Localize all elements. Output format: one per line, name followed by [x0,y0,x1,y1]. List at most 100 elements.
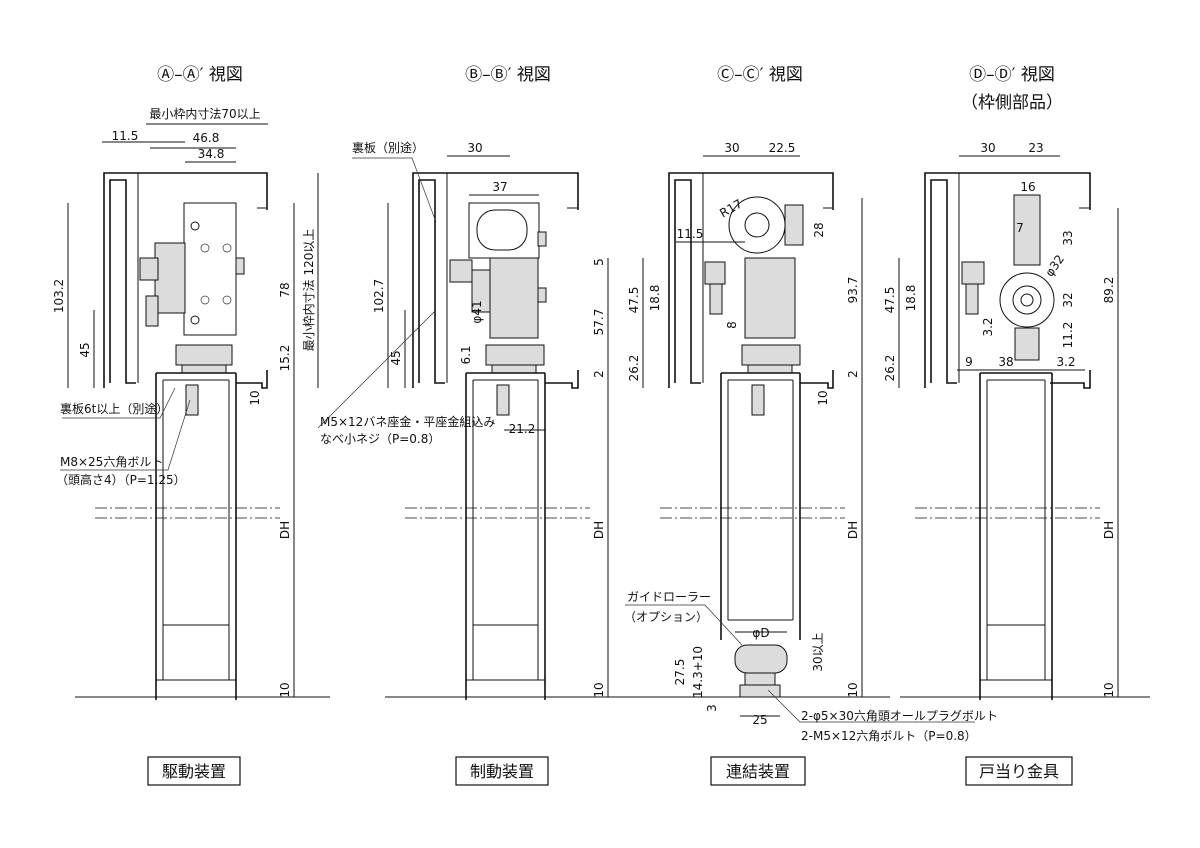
view-a-dim-min-width: 最小枠内寸法70以上 [149,107,260,121]
view-c-dim-10: 10 [816,390,830,405]
view-c-dim-8: 8 [725,321,739,329]
view-c-caption-box [710,756,806,786]
view-d-dim-phi32: φ32 [1042,252,1067,279]
view-a-dim-11-5: 11.5 [112,129,139,143]
view-b-note-backplate: 裏板（別途） [352,140,424,155]
view-d-dim-23: 23 [1028,141,1043,155]
view-b-door [465,372,546,700]
view-c-dim-28: 28 [812,222,826,237]
view-c-note-hex-bolt: 2-M5×12六角ボルト（P=0.8） [801,729,977,743]
view-c-frame [668,172,834,388]
view-d-door-stop: Ⓓ–Ⓓ′ 視図 （枠側部品） 30 23 16 7 φ32 33 32 11.2… [883,65,1150,786]
view-c-dim-2: 2 [846,370,860,378]
view-a-note-backplate: 裏板6t以上（別途） [60,401,168,416]
view-d-dim-7: 7 [1016,221,1024,235]
view-c-dim-14-3-10: 14.3+10 [691,646,705,698]
view-a-frame-lip [236,370,268,389]
view-d-dim-3-2-left: 3.2 [981,317,995,336]
view-a-dim-10: 10 [248,390,262,405]
view-d-stop-arm [1013,194,1041,266]
view-b-dim-phi41: φ41 [470,300,484,323]
view-a-frame [103,172,268,388]
view-a-caption: 駆動装置 [162,762,226,781]
view-b-title: Ⓑ–Ⓑ′ 視図 [465,65,551,85]
view-a-dim-dh: DH [278,521,292,539]
view-c-dim-25: 25 [752,713,767,727]
view-a-dim-34-8: 34.8 [198,147,225,161]
view-c-dim-93-7: 93.7 [846,277,860,304]
view-d-subtitle: （枠側部品） [961,93,1063,113]
view-c-note-optional: （オプション） [624,610,708,624]
view-c-dim-11-5: 11.5 [677,227,704,241]
view-a-dim-46-8: 46.8 [193,131,220,145]
view-b-dim-37: 37 [492,180,507,194]
view-b-caption: 制動装置 [470,762,534,781]
view-a-dim-78: 78 [278,282,292,297]
view-d-door [979,372,1053,700]
view-b-caption-box [455,756,549,786]
view-b-dim-21-2: 21.2 [509,422,536,436]
view-a-caption-box [147,756,241,786]
view-d-dim-89-2: 89.2 [1102,277,1116,304]
view-a-dim-10-bottom: 10 [278,682,292,697]
view-c-dim-26-2: 26.2 [627,355,641,382]
view-b-dim-5: 5 [592,258,606,266]
view-b-dim-dh: DH [592,521,606,539]
view-a-note-bolt-spec: （頭高さ4）（P=1.25） [56,472,186,487]
view-c-coupling-unit: Ⓒ–Ⓒ′ 視図 30 22.5 R17 28 11.5 47.5 18.8 8 … [624,65,998,786]
view-c-dim-phi-d: φD [752,626,769,640]
view-a-note-bolt: M8×25六角ボルト [60,455,163,469]
view-d-dim-18-8: 18.8 [904,285,918,312]
view-d-frame [924,172,1091,388]
view-c-dim-3: 3 [705,704,719,712]
view-d-dim-47-5: 47.5 [883,287,897,314]
view-a-dim-min-height: 最小枠内寸法 120以上 [302,229,316,352]
view-c-title: Ⓒ–Ⓒ′ 視図 [717,65,803,85]
view-d-caption-box [965,756,1073,786]
view-c-dim-30: 30 [724,141,739,155]
view-b-dim-6-1: 6.1 [459,345,473,364]
view-c-dim-22-5: 22.5 [769,141,796,155]
view-b-dim-10-bottom: 10 [592,682,606,697]
view-d-caption: 戸当り金具 [979,762,1059,781]
view-b-frame [412,172,579,388]
view-c-dim-30-min: 30以上 [811,632,825,671]
view-b-brake-body [489,257,539,339]
view-c-door [720,372,801,640]
view-a-dim-103-2: 103.2 [52,279,66,313]
view-a-frame-inner [109,179,136,384]
view-d-dim-26-2: 26.2 [883,355,897,382]
view-a-motor-bracket [154,242,186,314]
view-a-title: Ⓐ–Ⓐ′ 視図 [157,65,243,85]
view-d-dim-11-2: 11.2 [1061,322,1075,349]
view-d-dim-30: 30 [980,141,995,155]
view-d-dim-32: 32 [1061,292,1075,307]
view-c-note-plug-bolt: 2-φ5×30六角頭オールプラグボルト [801,709,998,723]
view-b-note-screw-spec: なべ小ネジ（P=0.8） [320,432,440,446]
view-a-dim-15-2: 15.2 [278,345,292,372]
view-c-dim-47-5: 47.5 [627,287,641,314]
view-c-note-guide-roller: ガイドローラー [627,590,711,604]
view-b-dim-30: 30 [467,141,482,155]
view-c-dim-dh: DH [846,521,860,539]
view-b-note-screw: M5×12バネ座金・平座金組込み [320,414,495,429]
view-d-dim-16: 16 [1020,180,1035,194]
view-d-dim-9: 9 [965,355,973,369]
view-a-dim-45: 45 [78,342,92,357]
view-b-dim-57-7: 57.7 [592,309,606,336]
view-a-drive-block [183,202,237,336]
view-c-guide-roller [734,644,788,674]
view-c-dim-18-8: 18.8 [648,285,662,312]
view-d-dim-33: 33 [1061,230,1075,245]
view-d-dim-3-2-right: 3.2 [1056,355,1075,369]
view-b-dim-2: 2 [592,370,606,378]
view-b-dim-102-7: 102.7 [372,279,386,313]
view-d-dim-38: 38 [998,355,1013,369]
view-c-dim-10-bottom: 10 [846,682,860,697]
view-c-caption: 連結装置 [726,762,790,781]
view-c-dim-27-5: 27.5 [673,659,687,686]
view-d-title: Ⓓ–Ⓓ′ 視図 [969,65,1055,85]
view-b-dim-45: 45 [389,350,403,365]
view-a-door [155,372,237,700]
